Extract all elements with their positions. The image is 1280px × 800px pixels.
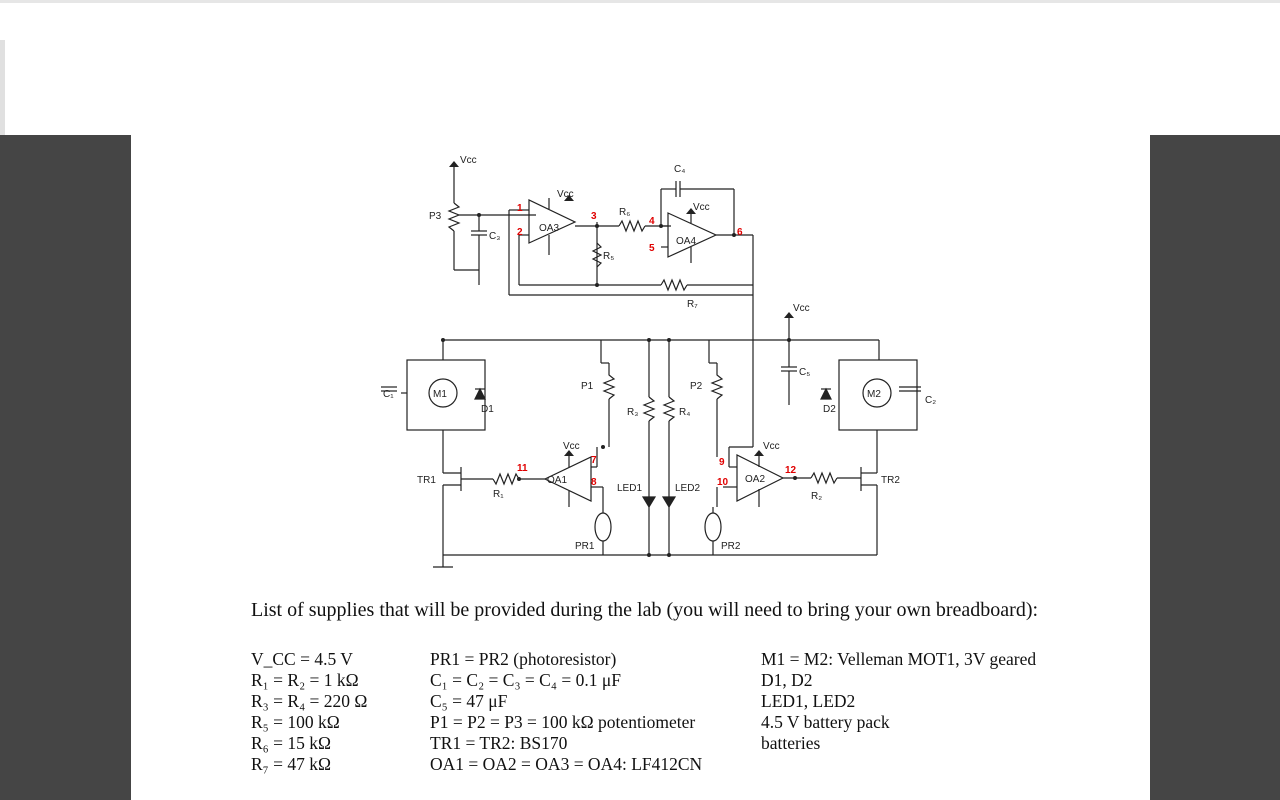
m2-label: M2 bbox=[867, 389, 881, 400]
supply-item: R₁ = R₂ = 1 kΩ bbox=[251, 670, 359, 690]
supply-item: R₇ = 47 kΩ bbox=[251, 754, 332, 774]
supply-item: C₁ = C₂ = C₃ = C₄ = 0.1 μF bbox=[430, 670, 621, 690]
oa3-label: OA3 bbox=[539, 223, 559, 234]
tr2-label: TR2 bbox=[881, 475, 900, 486]
supply-item: V_CC = 4.5 V bbox=[251, 649, 353, 669]
r2-label: R₂ bbox=[811, 491, 822, 502]
d2-label: D2 bbox=[823, 404, 836, 415]
pr1-label: PR1 bbox=[575, 541, 595, 552]
node-7: 7 bbox=[591, 455, 597, 466]
node-6: 6 bbox=[737, 227, 743, 238]
p3-label: P3 bbox=[429, 211, 442, 222]
supply-item: R₆ = 15 kΩ bbox=[251, 733, 332, 753]
p2-label: P2 bbox=[690, 381, 703, 392]
led1-label: LED1 bbox=[617, 483, 642, 494]
supplies-column-3: M1 = M2: Velleman MOT1, 3V geared D1, D2… bbox=[761, 649, 1036, 754]
node-10: 10 bbox=[717, 477, 729, 488]
supply-item: C₅ = 47 μF bbox=[430, 691, 508, 711]
node-12: 12 bbox=[785, 465, 797, 476]
sidebar-edge bbox=[0, 40, 5, 135]
c1-label: C₁ bbox=[383, 389, 394, 400]
document-page: Vcc P3 C₃ C₄ Vcc OA3 R₆ R₅ Vcc OA4 R₇ Vc… bbox=[131, 135, 1150, 800]
node-11: 11 bbox=[517, 463, 528, 474]
node-1: 1 bbox=[517, 203, 523, 214]
vcc-label-main: Vcc bbox=[793, 303, 810, 314]
supply-item: PR1 = PR2 (photoresistor) bbox=[430, 649, 617, 669]
node-9: 9 bbox=[719, 457, 725, 468]
r4-label: R₄ bbox=[679, 407, 690, 418]
p1-label: P1 bbox=[581, 381, 594, 392]
supply-item: TR1 = TR2: BS170 bbox=[430, 733, 568, 753]
c3-label: C₃ bbox=[489, 231, 500, 242]
vcc-label-oa2: Vcc bbox=[763, 441, 780, 452]
node-3: 3 bbox=[591, 211, 597, 222]
c5-label: C₅ bbox=[799, 367, 810, 378]
circuit-schematic: Vcc P3 C₃ C₄ Vcc OA3 R₆ R₅ Vcc OA4 R₇ Vc… bbox=[381, 155, 936, 568]
supplies-column-1: V_CC = 4.5 V R₁ = R₂ = 1 kΩ R₃ = R₄ = 22… bbox=[251, 649, 367, 775]
vcc-label-oa1: Vcc bbox=[563, 441, 580, 452]
supply-item: R₅ = 100 kΩ bbox=[251, 712, 340, 732]
supply-item: P1 = P2 = P3 = 100 kΩ potentiometer bbox=[430, 712, 696, 732]
pr2-label: PR2 bbox=[721, 541, 741, 552]
c4-label: C₄ bbox=[674, 164, 685, 175]
c2-label: C₂ bbox=[925, 395, 936, 406]
supply-item: 4.5 V battery pack bbox=[761, 712, 890, 732]
node-2: 2 bbox=[517, 227, 523, 238]
node-4: 4 bbox=[649, 216, 655, 227]
supplies-column-2: PR1 = PR2 (photoresistor) C₁ = C₂ = C₃ =… bbox=[430, 649, 702, 775]
oa1-label: OA1 bbox=[547, 475, 567, 486]
supply-item: R₃ = R₄ = 220 Ω bbox=[251, 691, 368, 711]
viewer-toolbar-area bbox=[0, 0, 1280, 135]
r5-label: R₅ bbox=[603, 251, 614, 262]
top-border bbox=[0, 0, 1280, 3]
supply-item: LED1, LED2 bbox=[761, 691, 856, 711]
m1-label: M1 bbox=[433, 389, 447, 400]
vcc-label-oa3: Vcc bbox=[557, 189, 574, 200]
r6-label: R₆ bbox=[619, 207, 630, 218]
supply-item: batteries bbox=[761, 733, 821, 753]
node-5: 5 bbox=[649, 243, 655, 254]
r3-label: R₃ bbox=[627, 407, 638, 418]
d1-label: D1 bbox=[481, 404, 494, 415]
node-8: 8 bbox=[591, 477, 597, 488]
r1-label: R₁ bbox=[493, 489, 504, 500]
oa4-label: OA4 bbox=[676, 236, 696, 247]
vcc-label-p3: Vcc bbox=[460, 155, 477, 166]
led2-label: LED2 bbox=[675, 483, 700, 494]
oa2-label: OA2 bbox=[745, 474, 765, 485]
r7-label: R₇ bbox=[687, 299, 698, 310]
supply-item: M1 = M2: Velleman MOT1, 3V geared bbox=[761, 649, 1037, 669]
supply-item: D1, D2 bbox=[761, 670, 813, 690]
supply-item: OA1 = OA2 = OA3 = OA4: LF412CN bbox=[430, 754, 703, 774]
vcc-label-oa4: Vcc bbox=[693, 202, 710, 213]
tr1-label: TR1 bbox=[417, 475, 436, 486]
supplies-heading: List of supplies that will be provided d… bbox=[251, 599, 1039, 621]
